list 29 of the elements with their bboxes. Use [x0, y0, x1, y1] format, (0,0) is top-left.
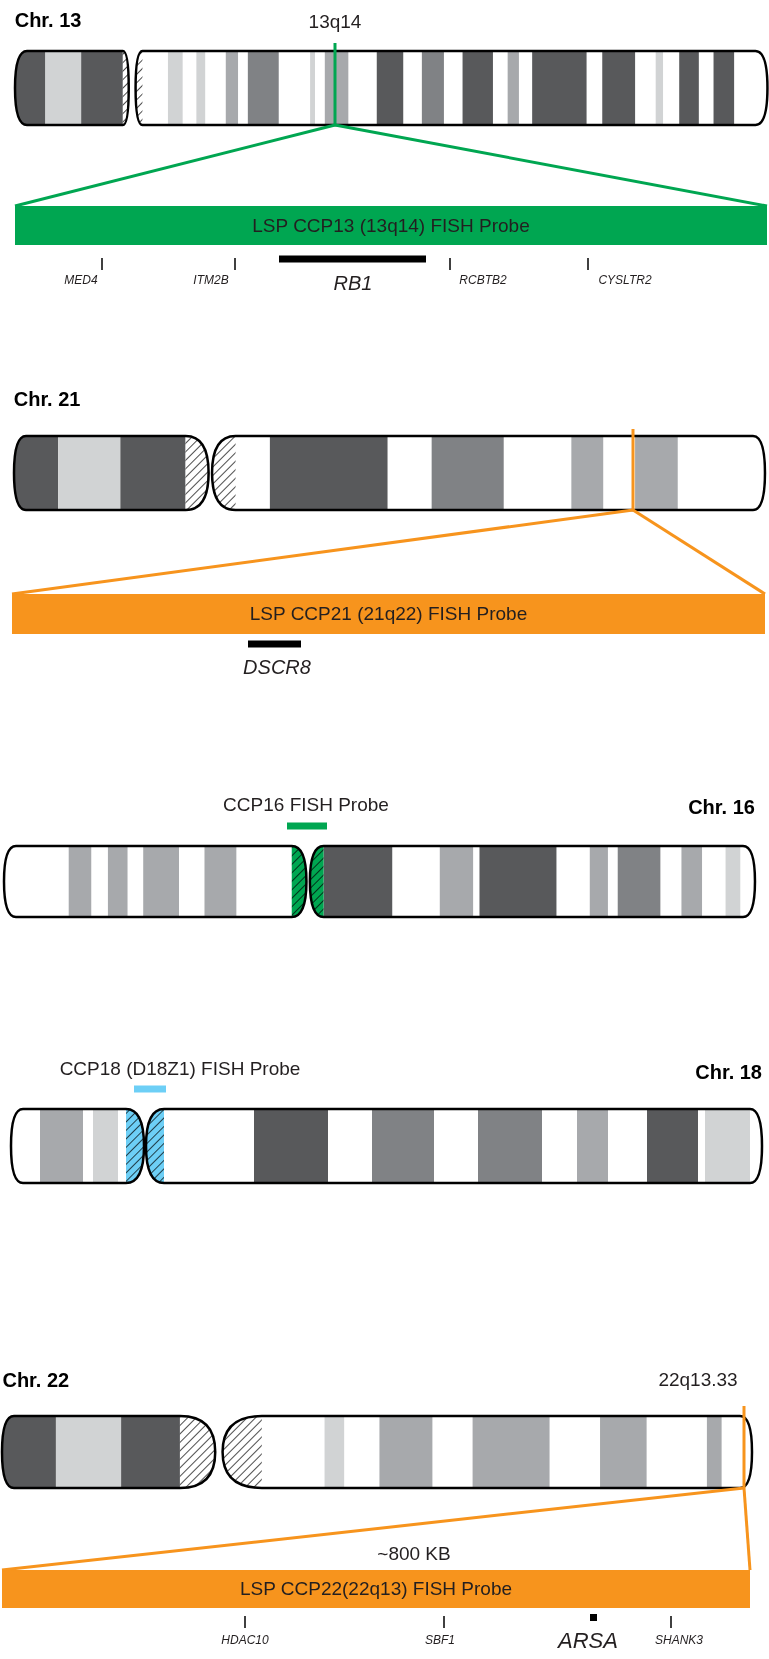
locus-label: CCP18 (D18Z1) FISH Probe [59, 1058, 301, 1080]
gene-label: DSCR8 [243, 656, 311, 678]
zoom-line [334, 123, 768, 208]
probe-band: LSP CCP13 (13q14) FISH Probe [15, 206, 767, 245]
chromosome-label: Chr. 22 [2, 1368, 70, 1392]
chromosome-label: Chr. 16 [688, 795, 755, 819]
gene-label: ITM2B [193, 274, 229, 288]
gene-label: RCBTB2 [459, 274, 507, 288]
gene-label: ARSA [558, 1628, 618, 1654]
zoom-line [632, 508, 766, 596]
gene-label: SBF1 [425, 1634, 455, 1648]
gene-label: HDAC10 [221, 1634, 269, 1648]
locus-label: CCP16 FISH Probe [223, 794, 389, 816]
gene-label: SHANK3 [655, 1634, 703, 1648]
chromosome-label: Chr. 18 [695, 1060, 762, 1084]
zoom-line [1, 1486, 745, 1572]
zoom-line [742, 1487, 752, 1571]
locus-label: 22q13.33 [658, 1369, 738, 1391]
locus-label: 13q14 [308, 11, 362, 33]
zoom-line [11, 508, 634, 596]
gene-label: RB1 [333, 272, 373, 294]
locus-label: ~800 KB [377, 1543, 451, 1565]
probe-band: LSP CCP22(22q13) FISH Probe [2, 1570, 750, 1608]
gene-label: CYSLTR2 [598, 274, 652, 288]
zoom-line [14, 123, 336, 208]
chromosome-label: Chr. 21 [13, 387, 81, 411]
probe-band: LSP CCP21 (21q22) FISH Probe [12, 594, 765, 634]
chromosome-label: Chr. 13 [14, 8, 82, 32]
gene-label: MED4 [64, 274, 98, 288]
